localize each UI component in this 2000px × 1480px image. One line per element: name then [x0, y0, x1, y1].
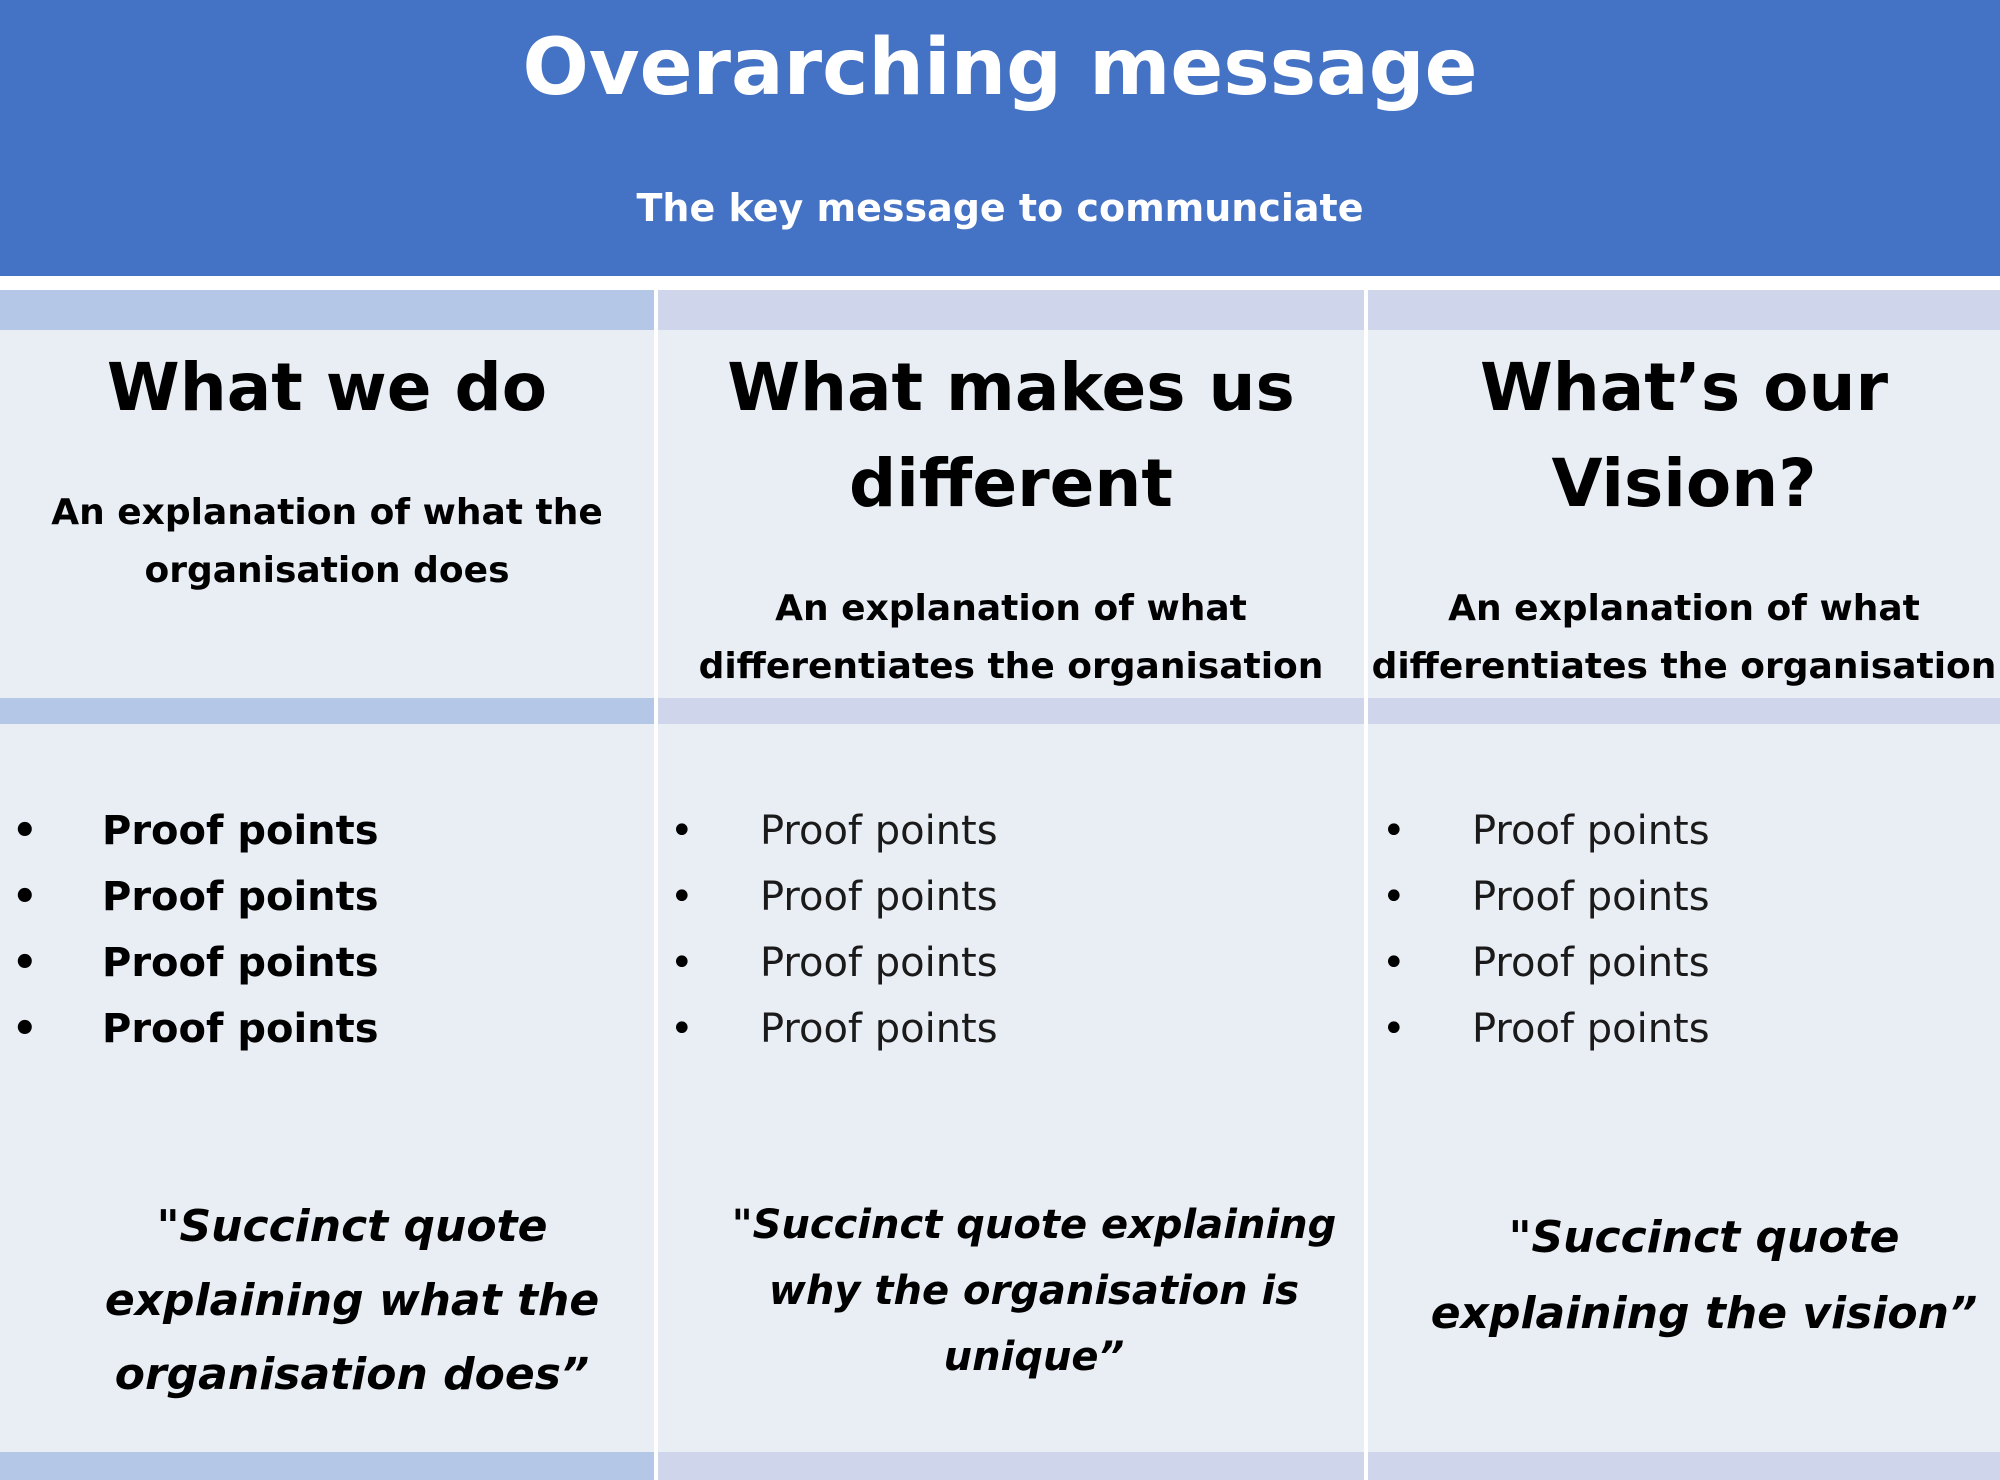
list-item: • Proof points — [12, 996, 632, 1062]
bullet-icon: • — [12, 874, 38, 920]
bullet-icon: • — [670, 874, 694, 920]
proof-point-text: Proof points — [1472, 874, 1710, 920]
proof-point-text: Proof points — [760, 808, 998, 854]
bullet-icon: • — [1382, 808, 1406, 854]
proof-point-text: Proof points — [760, 874, 998, 920]
column-heading: What we do — [106, 349, 548, 426]
bullet-icon: • — [1382, 874, 1406, 920]
column-divider-band — [658, 698, 1364, 724]
proof-point-text: Proof points — [760, 1006, 998, 1052]
column-what-makes-us-different: What makes us different An explanation o… — [658, 290, 1364, 1480]
bullet-icon: • — [1382, 940, 1406, 986]
column-divider-band — [1368, 698, 2000, 724]
bullet-icon: • — [12, 808, 38, 854]
bullet-icon: • — [1382, 1006, 1406, 1052]
bullet-icon: • — [12, 1006, 38, 1052]
column-description: An explanation of what differentiates th… — [1371, 588, 1997, 687]
proof-point-text: Proof points — [760, 940, 998, 986]
proof-points-list: • Proof points • Proof points • Proof po… — [1382, 798, 1982, 1062]
column-bottom-band — [658, 1452, 1364, 1480]
list-item: • Proof points — [1382, 864, 1982, 930]
column-bottom-band — [0, 1452, 654, 1480]
column-divider-band — [0, 698, 654, 724]
list-item: • Proof points — [1382, 798, 1982, 864]
column-heading: What makes us different — [727, 349, 1295, 522]
list-item: • Proof points — [670, 930, 1350, 996]
proof-point-text: Proof points — [102, 874, 379, 920]
proof-points-list: • Proof points • Proof points • Proof po… — [12, 798, 632, 1062]
list-item: • Proof points — [12, 930, 632, 996]
proof-point-text: Proof points — [102, 940, 379, 986]
list-item: • Proof points — [12, 798, 632, 864]
page-subtitle: The key message to communciate — [636, 186, 1364, 230]
column-bottom-band — [1368, 1452, 2000, 1480]
column-heading: What’s our Vision? — [1479, 349, 1889, 522]
column-top-band — [658, 290, 1364, 330]
proof-point-text: Proof points — [1472, 808, 1710, 854]
list-item: • Proof points — [670, 798, 1350, 864]
proof-point-text: Proof points — [1472, 940, 1710, 986]
bullet-icon: • — [670, 808, 694, 854]
list-item: • Proof points — [670, 996, 1350, 1062]
bullet-icon: • — [670, 1006, 694, 1052]
column-whats-our-vision: What’s our Vision? An explanation of wha… — [1368, 290, 2000, 1480]
proof-point-text: Proof points — [1472, 1006, 1710, 1052]
page-title: Overarching message — [522, 23, 1478, 113]
column-description: An explanation of what the organisation … — [51, 492, 603, 591]
header-banner: Overarching message The key message to c… — [0, 0, 2000, 276]
bullet-icon: • — [670, 940, 694, 986]
list-item: • Proof points — [1382, 996, 1982, 1062]
column-top-band — [0, 290, 654, 330]
proof-point-text: Proof points — [102, 808, 379, 854]
column-description: An explanation of what differentiates th… — [698, 588, 1324, 687]
bullet-icon: • — [12, 940, 38, 986]
proof-points-list: • Proof points • Proof points • Proof po… — [670, 798, 1350, 1062]
column-what-we-do: What we do An explanation of what the or… — [0, 290, 654, 1480]
list-item: • Proof points — [670, 864, 1350, 930]
column-quote: "Succinct quote explaining why the organ… — [731, 1202, 1337, 1380]
proof-point-text: Proof points — [102, 1006, 379, 1052]
column-quote: "Succinct quote explaining the vision” — [1430, 1212, 1978, 1339]
list-item: • Proof points — [1382, 930, 1982, 996]
list-item: • Proof points — [12, 864, 632, 930]
column-quote: "Succinct quote explaining what the orga… — [104, 1201, 600, 1400]
column-top-band — [1368, 290, 2000, 330]
